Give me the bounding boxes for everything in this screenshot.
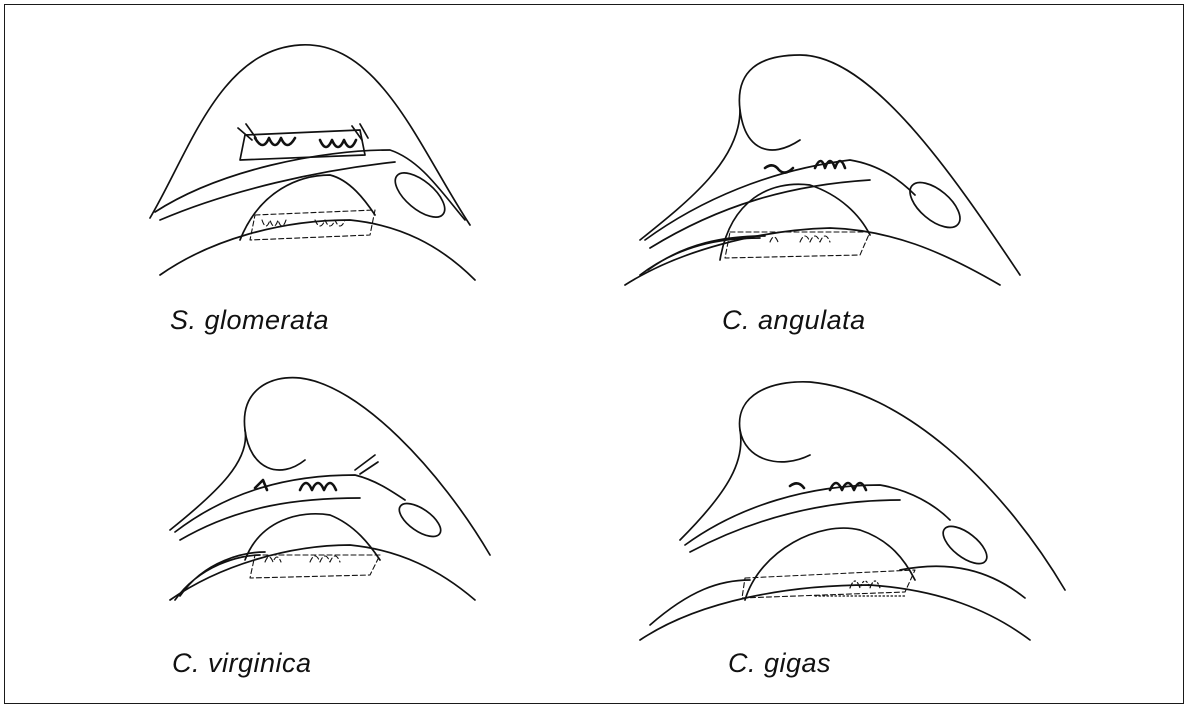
lower-resilifer-dashed — [250, 555, 380, 578]
ligament-lower — [690, 500, 900, 552]
lower-outer-lines — [650, 566, 1025, 625]
umbo-curl — [740, 430, 810, 462]
chondrophore-wave — [765, 161, 845, 173]
adductor-scar — [937, 520, 993, 571]
lower-outer-lines — [175, 552, 265, 600]
umbo-curl — [245, 430, 305, 470]
lower-resilifer-dashed — [250, 210, 375, 240]
species-label-s-glomerata: S. glomerata — [170, 305, 329, 336]
umbo-outline — [170, 378, 490, 555]
panel-c-gigas — [640, 382, 1065, 640]
adductor-scar — [902, 174, 967, 236]
panel-s-glomerata — [150, 45, 475, 280]
umbo-curl — [740, 110, 800, 150]
ligament-upper — [155, 150, 465, 220]
ligament-upper — [175, 475, 405, 532]
lower-umbo — [720, 184, 870, 260]
lower-umbo — [745, 528, 915, 600]
chondrophore-wave — [255, 480, 336, 490]
panel-c-angulata — [625, 55, 1020, 285]
species-label-c-gigas: C. gigas — [728, 648, 831, 679]
lower-valve-arc — [640, 585, 1030, 640]
lower-wave-dashed — [770, 236, 830, 242]
lower-wave-dashed — [265, 556, 340, 562]
lower-wave-dotted — [815, 581, 905, 596]
umbo-outline — [150, 45, 470, 225]
ligament-lower — [180, 498, 360, 540]
chondrophore-wave — [255, 138, 356, 147]
lower-valve-arc — [160, 220, 475, 280]
adductor-scar — [394, 497, 446, 543]
lower-umbo — [245, 514, 380, 560]
adductor-scar — [388, 165, 452, 225]
species-label-c-virginica: C. virginica — [172, 648, 312, 679]
hinge-spikes — [355, 455, 378, 474]
panel-c-virginica — [170, 378, 490, 600]
species-label-c-angulata: C. angulata — [722, 305, 866, 336]
lower-valve-arc — [170, 545, 475, 600]
